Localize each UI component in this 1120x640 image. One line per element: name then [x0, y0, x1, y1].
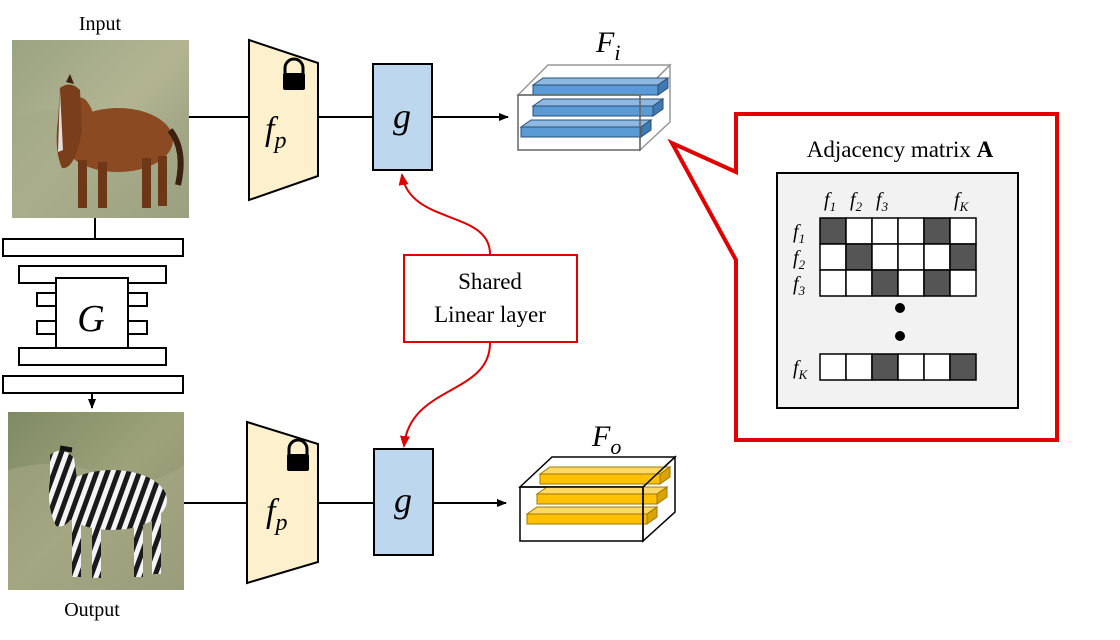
- feature-cube-output: Fo: [518, 420, 677, 543]
- matrix-cell-off: [923, 353, 951, 381]
- linear-g-bottom: g: [373, 448, 434, 556]
- feature-bar: [525, 506, 659, 525]
- ellipsis-dot: [895, 303, 905, 313]
- matrix-col-label: f1: [824, 189, 836, 214]
- projector-fp-top: fp: [248, 38, 319, 202]
- linear-g-top: g: [372, 63, 433, 171]
- input-image: [12, 40, 189, 218]
- shared-arrow-up: [398, 173, 491, 255]
- matrix-cell-off: [845, 217, 873, 245]
- lock-icon: [283, 57, 305, 90]
- linear-label: g: [394, 480, 412, 520]
- feature-bar: [519, 119, 653, 138]
- matrix-col-label: fK: [954, 189, 970, 214]
- shared-linear-box: Shared Linear layer: [403, 254, 578, 343]
- matrix-col-label: f3: [876, 189, 889, 214]
- output-label: Output: [64, 599, 120, 621]
- matrix-cell-off: [923, 243, 951, 271]
- matrix-cell-off: [845, 269, 873, 297]
- generator-network: G: [2, 218, 184, 409]
- matrix-cell-off: [949, 217, 977, 245]
- matrix-cell-off: [845, 353, 873, 381]
- matrix-row-label: f1: [793, 221, 805, 246]
- generator-label: G: [77, 298, 104, 340]
- feature-out-label: Fo: [591, 420, 621, 459]
- ellipsis-dot: [895, 331, 905, 341]
- matrix-row-label: f2: [793, 247, 806, 272]
- adjacency-title: Adjacency matrix A: [807, 137, 994, 162]
- matrix-cell-on: [871, 353, 899, 381]
- input-label: Input: [79, 13, 122, 35]
- feature-bar: [531, 98, 665, 117]
- matrix-cell-off: [819, 269, 847, 297]
- adjacency-matrix: [819, 217, 977, 381]
- shared-label-line1: Shared: [458, 269, 522, 294]
- shared-label-line2: Linear layer: [434, 302, 546, 327]
- linear-label: g: [393, 96, 411, 136]
- matrix-cell-off: [871, 243, 899, 271]
- feature-cube-input: Fi: [516, 26, 672, 152]
- matrix-cell-off: [871, 217, 899, 245]
- matrix-col-label: f2: [850, 189, 863, 214]
- matrix-cell-off: [897, 217, 925, 245]
- matrix-cell-off: [897, 353, 925, 381]
- matrix-cell-on: [871, 269, 899, 297]
- matrix-cell-on: [923, 217, 951, 245]
- matrix-cell-on: [923, 269, 951, 297]
- feature-bar: [531, 77, 670, 96]
- matrix-cell-on: [845, 243, 873, 271]
- projector-fp-bottom: fp: [246, 420, 319, 585]
- shared-arrow-down: [400, 342, 491, 448]
- output-image: [8, 412, 184, 590]
- matrix-cell-off: [897, 243, 925, 271]
- lock-icon: [287, 438, 309, 471]
- feature-in-label: Fi: [595, 26, 620, 65]
- matrix-cell-on: [819, 217, 847, 245]
- feature-bar: [535, 486, 669, 505]
- matrix-cell-off: [897, 269, 925, 297]
- matrix-cell-off: [949, 269, 977, 297]
- matrix-cell-on: [949, 243, 977, 271]
- matrix-cell-on: [949, 353, 977, 381]
- matrix-row-label: f3: [793, 273, 806, 298]
- matrix-cell-off: [819, 353, 847, 381]
- matrix-row-label: fK: [793, 357, 809, 382]
- feature-bar: [538, 466, 672, 485]
- matrix-cell-off: [819, 243, 847, 271]
